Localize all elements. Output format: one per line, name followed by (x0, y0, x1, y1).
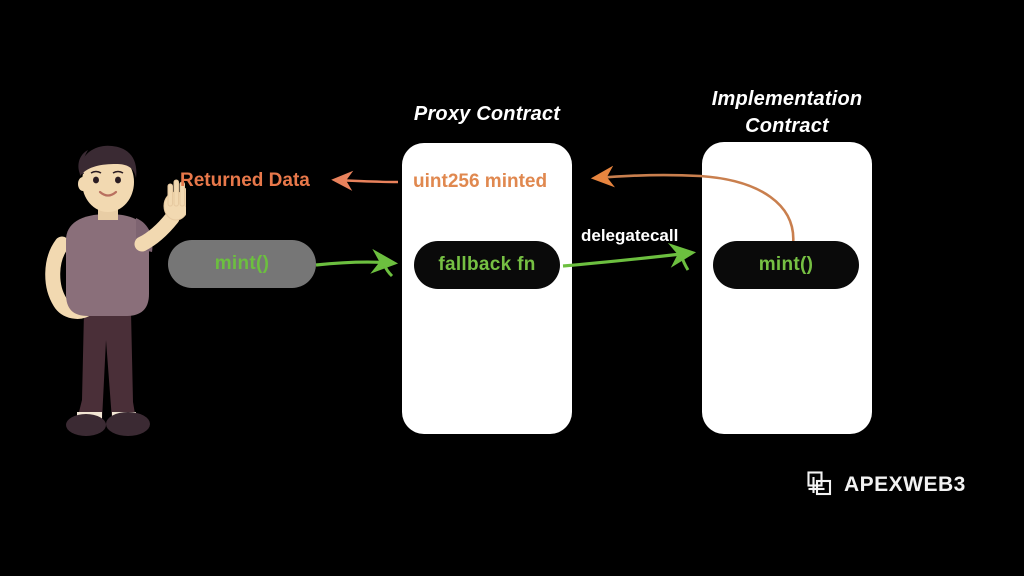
apexweb3-logo: APEXWEB3 (806, 470, 966, 500)
proxy-contract-title: Proxy Contract (413, 103, 561, 125)
impl-title-line1: Implementation (711, 88, 863, 110)
logo-wordmark: APEXWEB3 (844, 473, 966, 496)
uint256-minted-label: uint256 minted (413, 171, 548, 192)
person-svg (45, 145, 190, 436)
implementation-contract-title: Implementation Contract (690, 86, 884, 140)
arrow-delegatecall (562, 242, 697, 271)
fallback-fn-pill[interactable]: fallback fn (414, 241, 560, 289)
overlapping-squares-icon (807, 471, 832, 496)
arrow-call-to-proxy (315, 248, 399, 278)
impl-mint-pill[interactable]: mint() (713, 241, 859, 289)
arrow-returned-data (331, 170, 399, 191)
impl-title-line2: Contract (745, 115, 829, 137)
delegatecall-label: delegatecall (581, 226, 679, 245)
caller-mint-pill[interactable]: mint() (168, 240, 316, 288)
returned-data-label: Returned Data (180, 170, 310, 191)
waving-person-illustration (36, 144, 190, 438)
